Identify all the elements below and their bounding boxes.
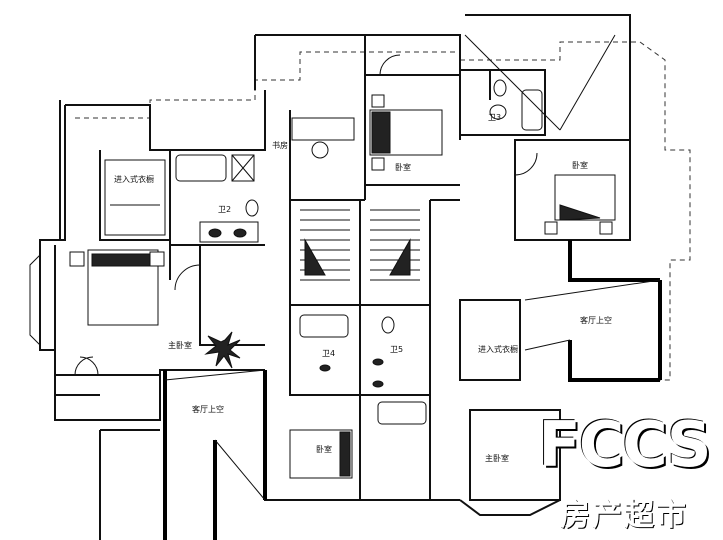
master-door-arc	[174, 264, 201, 291]
bath3-sink	[489, 104, 507, 120]
wall-master-right	[459, 409, 561, 516]
label-study: 书房	[272, 140, 288, 150]
bathroom2-bathtub	[175, 154, 227, 182]
outer-frame	[59, 100, 460, 540]
label-bathroom-5: 卫5	[390, 345, 403, 354]
study-chair	[311, 141, 329, 159]
living-void-left-frame	[163, 370, 267, 540]
bed-top-center-ns-a	[371, 94, 385, 108]
master-bed-left-nightstand-b	[149, 251, 165, 267]
master-bed-left-nightstand-a	[69, 251, 85, 267]
wall-right-closet	[459, 299, 521, 381]
left-balcony	[55, 374, 160, 396]
label-master-bedroom-right: 主卧室	[485, 453, 509, 463]
bed-top-center-ns-b	[371, 157, 385, 171]
label-bathroom-2: 卫2	[218, 205, 231, 214]
left-bay-window	[29, 254, 41, 346]
bath5-sink-b	[372, 380, 384, 388]
bedroom-right-ns-b	[599, 221, 613, 235]
bath4-sink	[319, 364, 331, 372]
bathroom2-toilet	[245, 199, 259, 217]
label-master-bedroom-left: 主卧室	[168, 340, 192, 350]
bedroom-right-door	[514, 152, 538, 176]
roof-right-diagonal	[464, 34, 616, 131]
bath5-sink-a	[372, 358, 384, 366]
wall-bath3	[460, 69, 546, 136]
bathroom2-sink-left	[208, 228, 222, 238]
wall-left-closet	[104, 159, 166, 236]
watermark-logo: FCCS 房产超市	[531, 410, 717, 536]
label-walkin-closet-left: 进入式衣橱	[114, 174, 154, 184]
bed-top-center-pillows	[371, 111, 391, 154]
left-door-arcs	[74, 356, 99, 376]
bathroom2-sink-right	[233, 228, 247, 238]
stair-arrows	[304, 238, 411, 276]
living-void-right-frame	[568, 240, 662, 382]
label-walkin-closet-right: 进入式衣橱	[478, 344, 518, 354]
wall-left-inner	[54, 150, 265, 350]
bath4-tub	[299, 314, 349, 338]
living-void-left-diagonals	[164, 369, 266, 501]
label-bathroom-4: 卫4	[322, 349, 335, 358]
bed-bottom-center-pillows	[339, 431, 351, 477]
wall-bedroom-top	[365, 34, 461, 186]
bath3-tub	[521, 89, 543, 131]
study-desk	[291, 117, 355, 141]
bedroom-right-ns-a	[544, 221, 558, 235]
label-living-void-left: 客厅上空	[192, 404, 224, 414]
living-void-right-diagonals	[524, 279, 661, 351]
label-bedroom-top-center: 卧室	[395, 162, 411, 172]
watermark-text: 房产超市	[560, 498, 688, 533]
label-bedroom-top-right: 卧室	[572, 160, 588, 170]
bath5-toilet	[381, 316, 395, 334]
wall-bedroom-right	[465, 14, 631, 241]
plant-symbol	[204, 331, 241, 369]
watermark-brand: FCCS	[538, 408, 711, 481]
bathroom2-shower-cross	[231, 154, 255, 182]
bath3-toilet	[493, 79, 507, 97]
bath5-tub	[377, 401, 427, 425]
master-bed-left-pillows	[91, 253, 155, 267]
bathroom2-shower	[231, 154, 255, 182]
bedroom-right-bed-frame	[554, 174, 616, 221]
label-bedroom-bottom-center: 卧室	[316, 444, 332, 454]
label-living-void-right: 客厅上空	[580, 315, 612, 325]
bedroom-top-door	[379, 54, 401, 76]
roof-outline	[75, 41, 691, 381]
label-bathroom-3: 卫3	[488, 113, 501, 122]
bedroom-right-bed-quilt	[559, 204, 601, 221]
